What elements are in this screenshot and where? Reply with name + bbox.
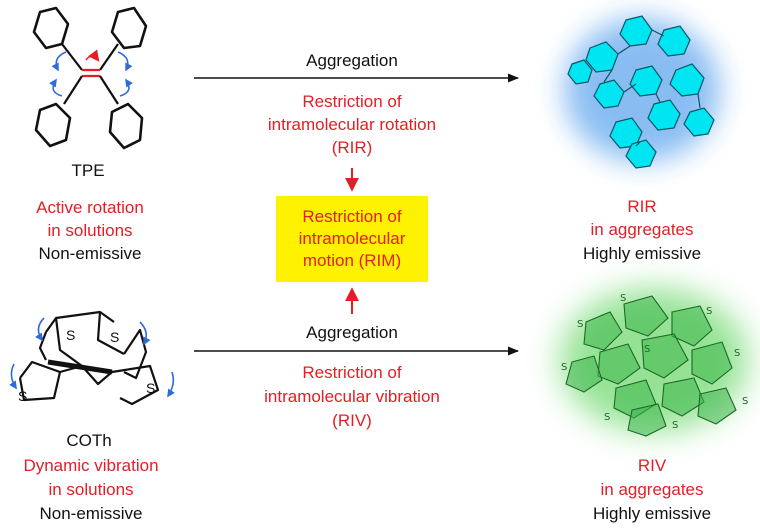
riv-line-1: Restriction of — [302, 363, 402, 382]
coth-sulfur-1: S — [66, 327, 76, 343]
rim-line-2: intramolecular — [298, 229, 406, 248]
coth-molecule — [9, 310, 175, 406]
svg-text:S: S — [644, 344, 650, 355]
svg-text:S: S — [706, 306, 712, 317]
tpe-molecule — [32, 6, 148, 150]
coth-sulfur-2: S — [110, 329, 120, 345]
svg-text:S: S — [734, 348, 740, 359]
coth-state-line-1: Dynamic vibration — [23, 456, 159, 475]
svg-text:S: S — [742, 396, 748, 407]
rim-line-1: Restriction of — [302, 207, 402, 226]
riv-result-line-2: in aggregates — [600, 480, 704, 499]
rir-result-line-2: in aggregates — [590, 220, 694, 239]
svg-text:S: S — [561, 362, 567, 373]
riv-result-emission: Highly emissive — [592, 504, 712, 523]
svg-text:S: S — [672, 420, 678, 431]
bottom-arrow-label: Aggregation — [306, 323, 398, 342]
coth-label: COTh — [66, 431, 112, 450]
svg-text:S: S — [620, 293, 626, 304]
coth-state-line-2: in solutions — [48, 480, 134, 499]
tpe-state-line-2: in solutions — [47, 221, 133, 240]
rir-line-3: (RIR) — [331, 138, 373, 157]
tpe-state-line-1: Active rotation — [36, 198, 144, 217]
coth-sulfur-3: S — [18, 388, 28, 404]
riv-line-3: (RIV) — [332, 411, 372, 430]
riv-result-line-1: RIV — [637, 456, 667, 475]
rir-result-line-1: RIR — [627, 197, 657, 216]
top-arrow-label: Aggregation — [306, 51, 398, 70]
rir-line-1: Restriction of — [302, 92, 402, 111]
rir-line-2: intramolecular rotation — [267, 115, 437, 134]
coth-aggregate: S S S S S S S S S — [560, 288, 748, 437]
svg-text:S: S — [604, 412, 610, 423]
riv-line-2: intramolecular vibration — [264, 387, 440, 406]
coth-sulfur-4: S — [146, 380, 156, 396]
tpe-aggregate — [564, 15, 720, 169]
rim-line-3: motion (RIM) — [302, 251, 402, 270]
svg-text:S: S — [577, 319, 583, 330]
tpe-label: TPE — [71, 161, 105, 180]
rir-result-emission: Highly emissive — [582, 244, 702, 263]
tpe-emission: Non-emissive — [38, 244, 142, 263]
coth-emission: Non-emissive — [39, 504, 143, 523]
rim-box: Restriction of intramolecular motion (RI… — [276, 196, 428, 282]
